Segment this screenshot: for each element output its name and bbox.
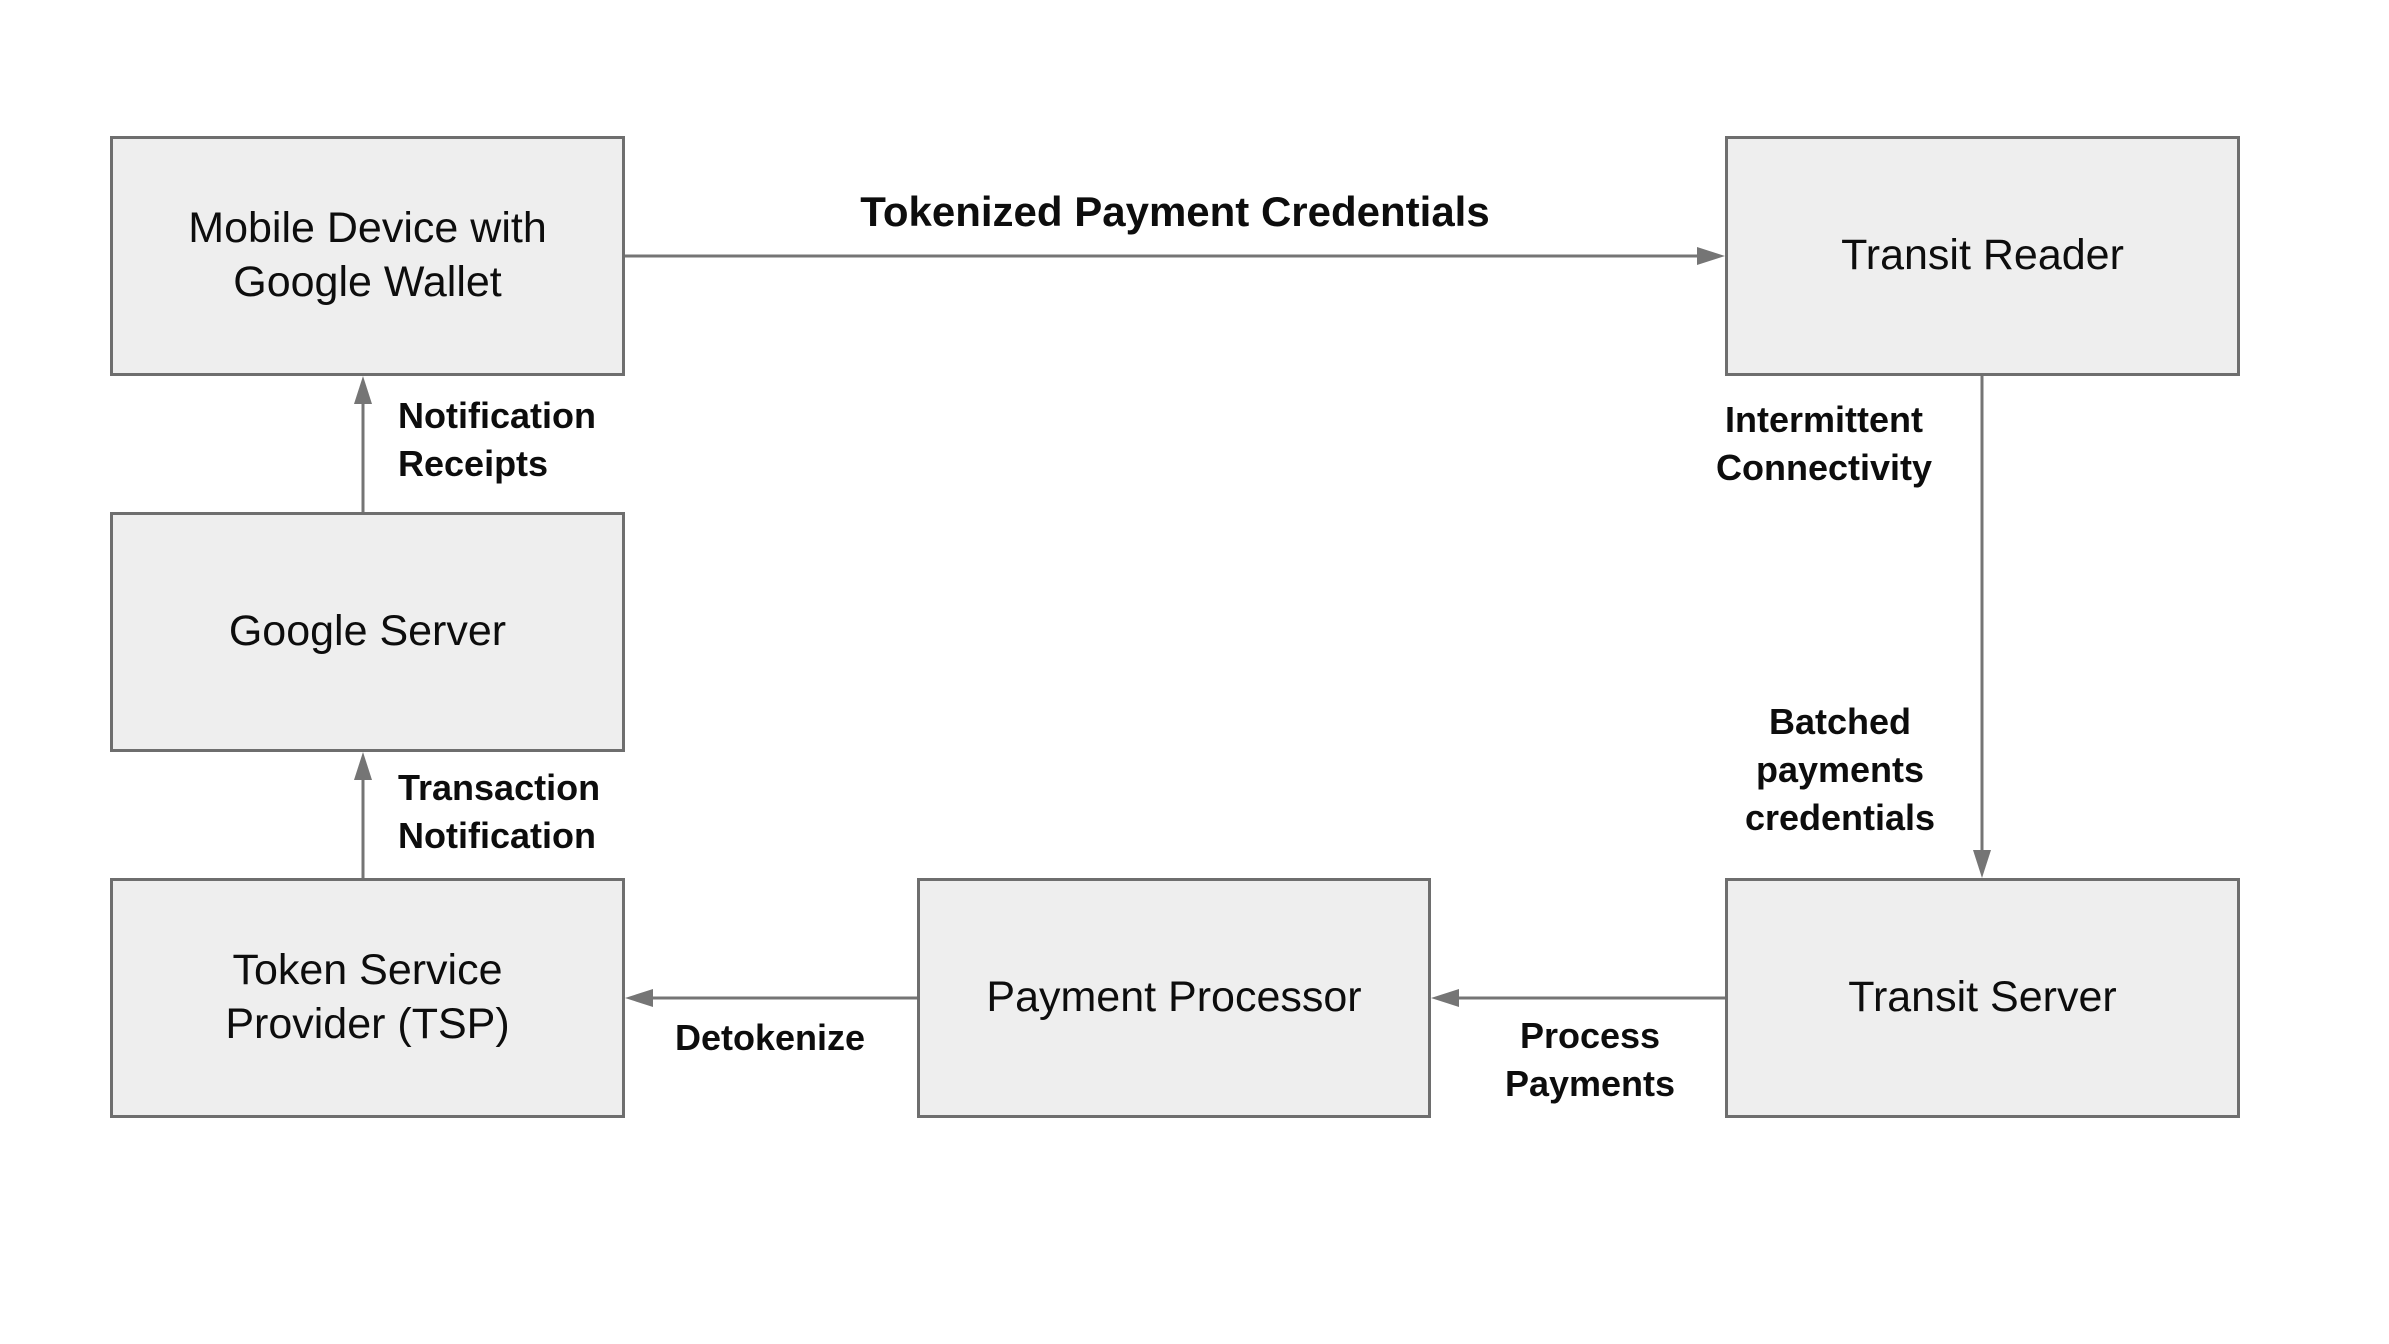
arrowhead-right-icon <box>1697 247 1725 265</box>
edge-label-batched-payments-credentials: Batched payments credentials <box>1744 701 1936 838</box>
node-transit-server: Transit Server <box>1725 878 2240 1118</box>
arrow-reader-to-transit-server <box>1973 376 1991 878</box>
edge-label-intermittent-connectivity: Intermittent Connectivity <box>1715 399 1933 488</box>
node-mobile-device-google-wallet: Mobile Device with Google Wallet <box>110 136 625 376</box>
edge-label-transaction-notification: Transaction Notification <box>398 767 601 856</box>
node-token-service-provider: Token Service Provider (TSP) <box>110 878 625 1118</box>
arrow-process-payments <box>1431 989 1725 1007</box>
node-payment-processor: Payment Processor <box>917 878 1431 1118</box>
edge-label-notification-receipts: Notification Receipts <box>398 395 596 484</box>
arrowhead-left-icon <box>625 989 653 1007</box>
arrow-transaction-notification <box>354 752 372 878</box>
arrow-tokenized-payment-credentials <box>625 247 1725 265</box>
arrow-notification-receipts <box>354 376 372 512</box>
edge-label-tokenized-payment-credentials: Tokenized Payment Credentials <box>860 188 1490 235</box>
edge-label-detokenize: Detokenize <box>674 1017 866 1058</box>
edge-label-process-payments: Process Payments <box>1504 1015 1676 1104</box>
node-google-server: Google Server <box>110 512 625 752</box>
arrowhead-down-icon <box>1973 850 1991 878</box>
arrow-detokenize <box>625 989 917 1007</box>
node-transit-reader: Transit Reader <box>1725 136 2240 376</box>
arrowhead-left-icon <box>1431 989 1459 1007</box>
arrowhead-up-icon <box>354 376 372 404</box>
arrowhead-up-icon <box>354 752 372 780</box>
